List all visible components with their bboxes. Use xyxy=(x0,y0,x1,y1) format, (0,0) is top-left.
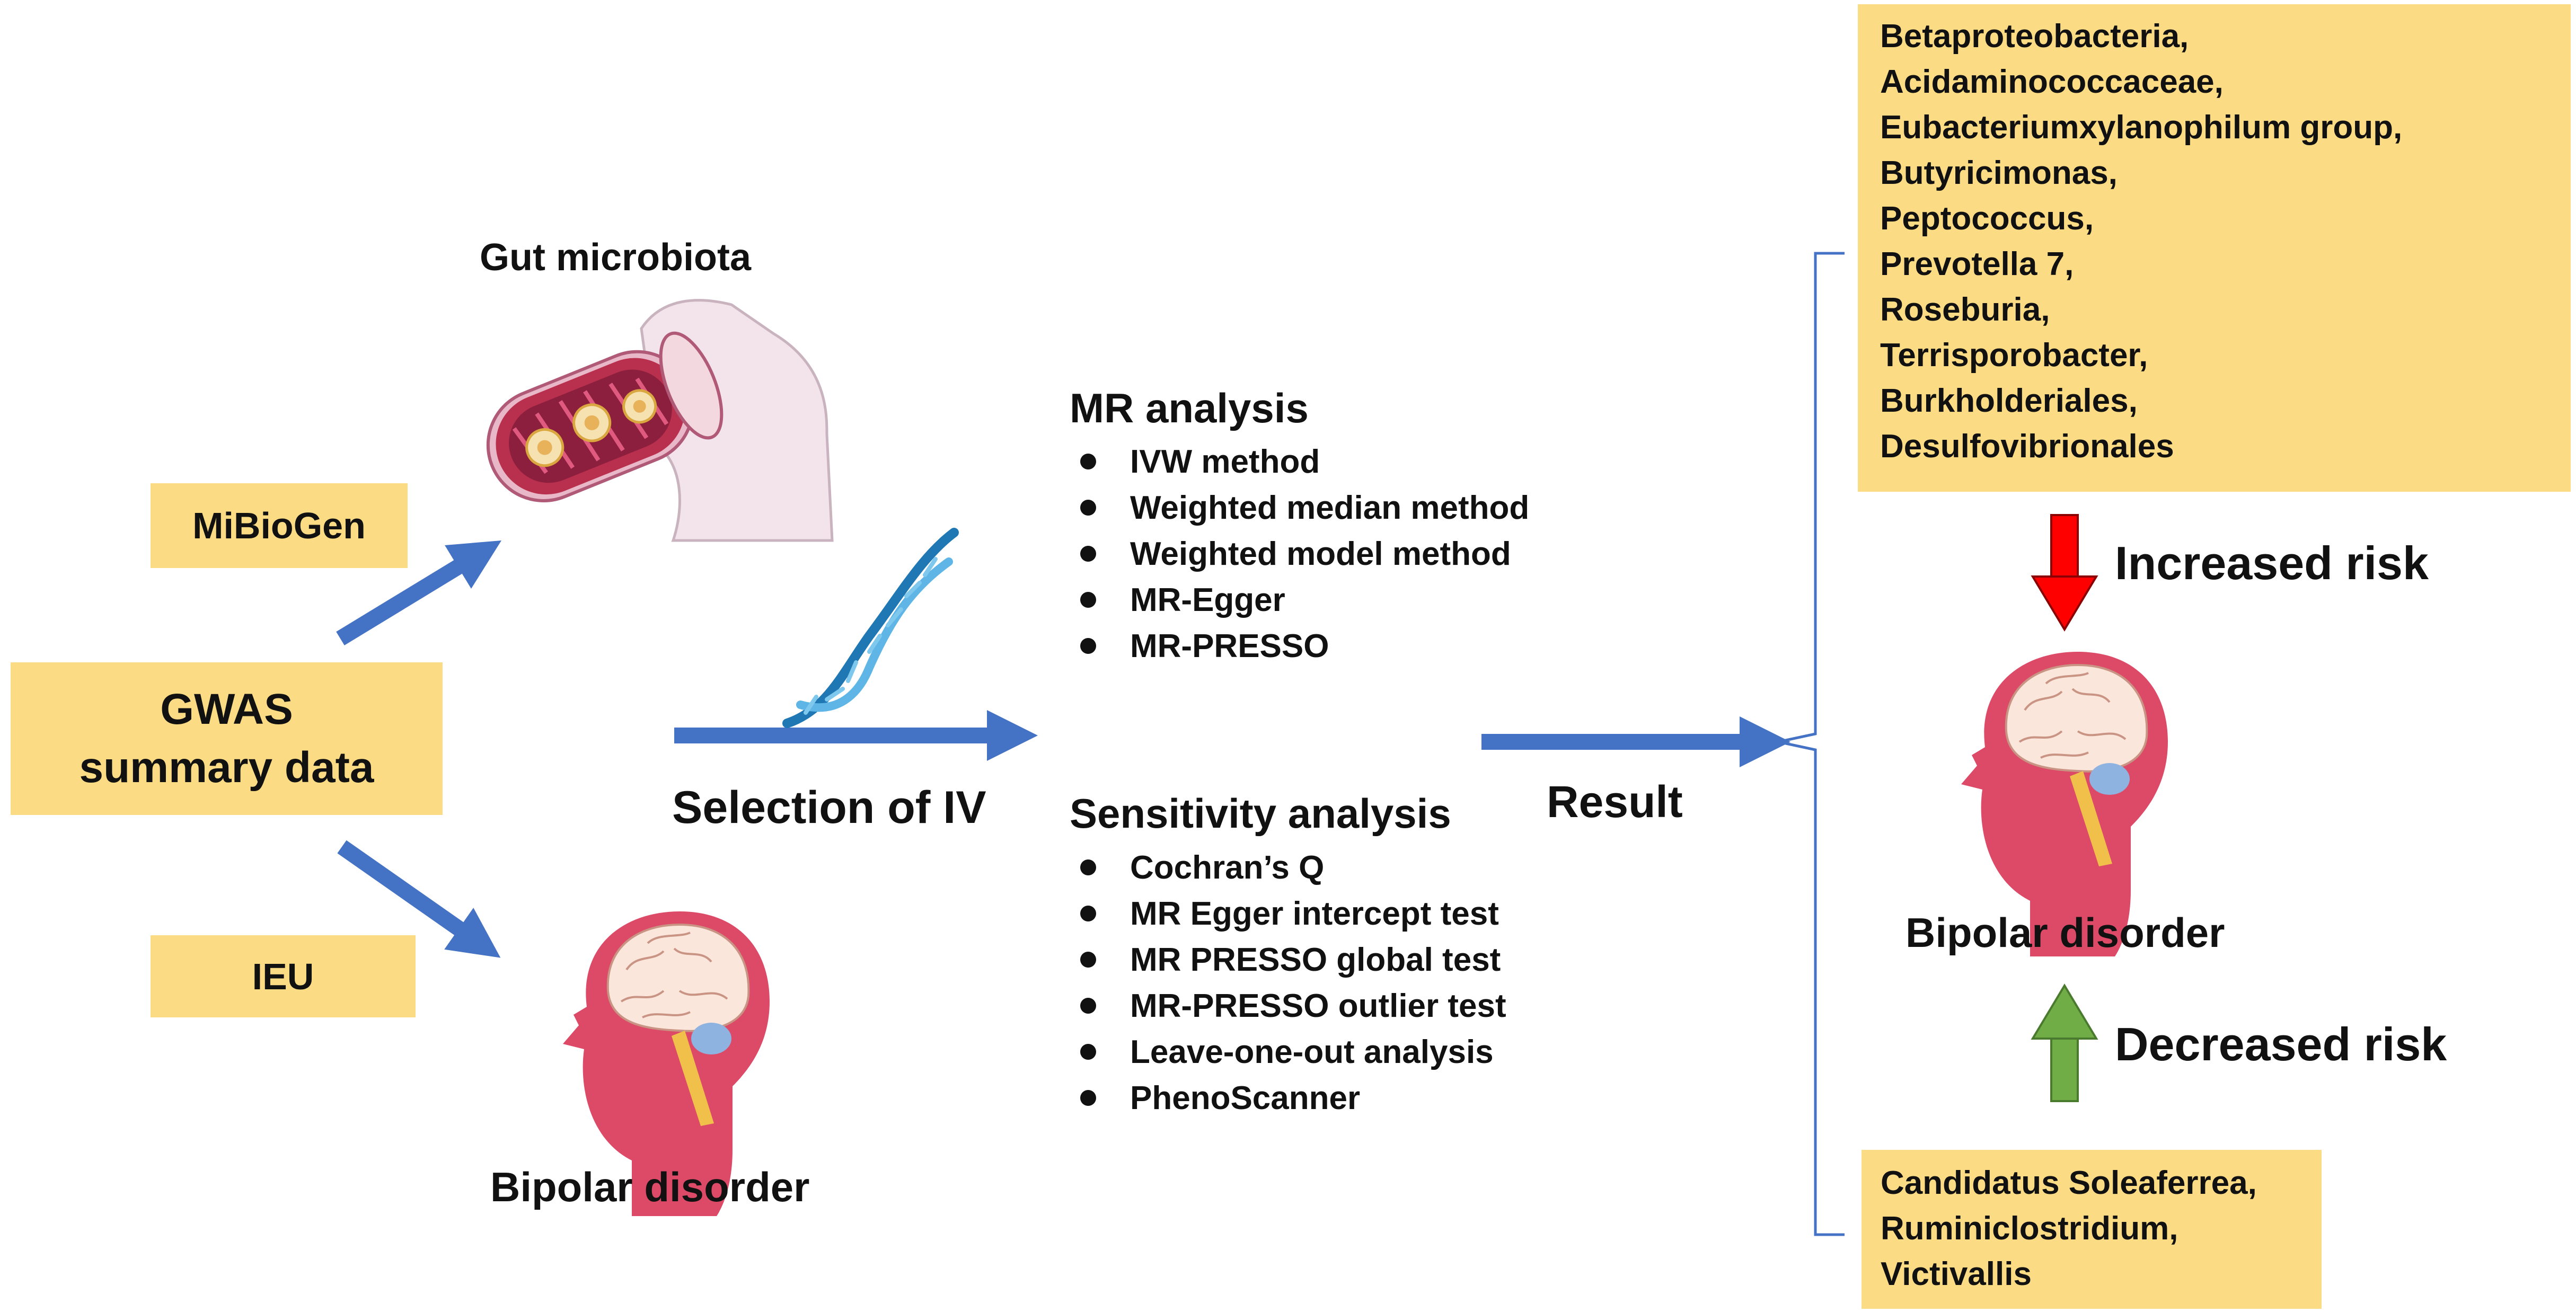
taxon-item: Candidatus Soleaferrea, xyxy=(1881,1165,2257,1201)
ieu-label: IEU xyxy=(252,955,314,997)
dna-helix-illustration xyxy=(782,528,959,728)
mibiogen-label: MiBioGen xyxy=(192,505,366,546)
sensitivity-method-item: Cochran’s Q xyxy=(1071,845,1506,891)
taxon-item: Terrisporobacter, xyxy=(1880,337,2148,374)
taxon-item: Peptococcus, xyxy=(1880,200,2094,237)
decreased-risk-taxa-box: Candidatus Soleaferrea, Ruminiclostridiu… xyxy=(1862,1150,2322,1309)
mr-analysis-title: MR analysis xyxy=(1070,385,1309,431)
sensitivity-analysis-title: Sensitivity analysis xyxy=(1070,790,1451,837)
sensitivity-method-item: PhenoScanner xyxy=(1071,1075,1506,1121)
sensitivity-analysis-list: Cochran’s Q MR Egger intercept test MR P… xyxy=(1071,845,1506,1121)
sensitivity-method-item: MR PRESSO global test xyxy=(1071,937,1506,983)
mr-method-item: MR-PRESSO xyxy=(1071,623,1529,669)
bipolar-disorder-label: Bipolar disorder xyxy=(490,1164,810,1210)
taxon-item: Prevotella 7, xyxy=(1880,246,2074,282)
summary-data-label: summary data xyxy=(79,743,374,792)
taxon-item: Desulfovibrionales xyxy=(1880,428,2174,465)
mr-method-item: Weighted median method xyxy=(1071,485,1529,531)
gut-microbiota-illustration xyxy=(486,299,834,542)
gwas-label: GWAS xyxy=(160,685,293,733)
increased-risk-taxa-box: Betaproteobacteria, Acidaminococcaceae, … xyxy=(1858,4,2571,492)
mr-method-item: Weighted model method xyxy=(1071,531,1529,577)
increased-risk-label: Increased risk xyxy=(2115,537,2429,589)
taxon-item: Victivallis xyxy=(1881,1256,2032,1292)
mr-analysis-list: IVW method Weighted median method Weight… xyxy=(1071,439,1529,669)
result-bipolar-disorder-label: Bipolar disorder xyxy=(1905,909,2225,956)
ieu-box: IEU xyxy=(151,935,416,1017)
arrow-to-gut-microbiota xyxy=(336,540,502,645)
result-label: Result xyxy=(1547,777,1683,827)
mr-method-item: MR-Egger xyxy=(1071,577,1529,623)
sensitivity-method-item: Leave-one-out analysis xyxy=(1071,1029,1506,1075)
taxon-item: Roseburia, xyxy=(1880,291,2050,328)
taxon-item: Betaproteobacteria, xyxy=(1880,18,2189,55)
taxon-item: Burkholderiales, xyxy=(1880,383,2138,419)
taxon-item: Butyricimonas, xyxy=(1880,155,2118,191)
selection-of-iv-label: Selection of IV xyxy=(672,782,986,833)
mr-method-item: IVW method xyxy=(1071,439,1529,485)
increased-risk-arrow xyxy=(2031,514,2098,632)
sensitivity-method-item: MR Egger intercept test xyxy=(1071,891,1506,937)
arrow-to-bipolar-disorder xyxy=(337,840,501,958)
sensitivity-method-item: MR-PRESSO outlier test xyxy=(1071,983,1506,1029)
result-brace xyxy=(1778,252,1845,1236)
gwas-summary-box: GWAS summary data xyxy=(11,662,443,815)
gut-microbiota-label: Gut microbiota xyxy=(480,236,752,279)
mibiogen-box: MiBioGen xyxy=(151,483,408,568)
taxon-item: Eubacteriumxylanophilum group, xyxy=(1880,109,2403,146)
taxon-item: Ruminiclostridium, xyxy=(1881,1210,2178,1247)
decreased-risk-label: Decreased risk xyxy=(2115,1018,2447,1070)
decreased-risk-arrow xyxy=(2031,983,2098,1102)
taxon-item: Acidaminococcaceae, xyxy=(1880,64,2224,100)
